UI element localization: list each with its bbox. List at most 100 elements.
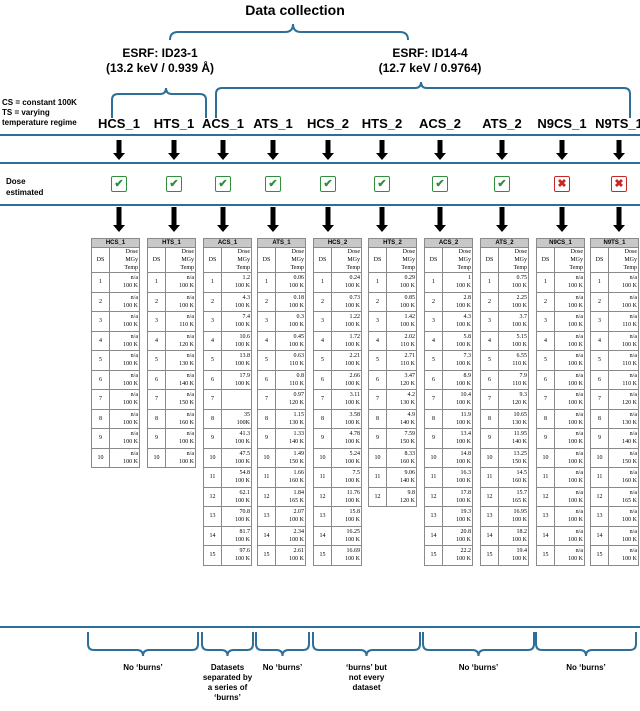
arrow-upper-acs_1 xyxy=(217,140,229,160)
cell-ds: 8 xyxy=(536,408,555,429)
cell-ds: 8 xyxy=(424,408,443,429)
cell-ds: 7 xyxy=(480,389,499,410)
cell-ds: 9 xyxy=(368,428,387,449)
arrow-lower-hcs_1 xyxy=(113,207,125,232)
note-line: No ‘burns’ xyxy=(566,663,606,672)
cell-ds: 9 xyxy=(257,428,276,449)
table-title: N9TS_1 xyxy=(589,238,640,248)
note-line: Datasets xyxy=(210,663,245,672)
cell-ds: 15 xyxy=(257,545,276,566)
cell-ds: 13 xyxy=(480,506,499,527)
table-title: HCS_1 xyxy=(91,238,140,248)
cell-ds: 5 xyxy=(91,350,110,371)
cell-ds: 5 xyxy=(590,350,609,371)
cell-ds: 4 xyxy=(91,330,110,351)
header-ds: DS xyxy=(147,247,166,273)
cell-ds: 15 xyxy=(203,545,222,566)
cell-ds: 1 xyxy=(313,272,332,293)
cell-ds: 14 xyxy=(590,525,609,546)
column-heading-hcs_1: HCS_1 xyxy=(98,116,140,131)
arrow-lower-ats_2 xyxy=(496,207,508,232)
cell-ds: 14 xyxy=(480,525,499,546)
table-title: HTS_1 xyxy=(147,238,196,248)
source-id14-detail: (12.7 keV / 0.9764) xyxy=(378,61,482,75)
id14-bracket xyxy=(215,81,631,118)
cell-ds: 9 xyxy=(91,428,110,449)
bottom-bracket-2 xyxy=(201,632,254,657)
cell-ds: 3 xyxy=(203,311,222,332)
cell-ds: 4 xyxy=(147,330,166,351)
cell-ds: 10 xyxy=(257,447,276,468)
cell-ds: 3 xyxy=(590,311,609,332)
note-line: No ‘burns’ xyxy=(123,663,163,672)
check-icon-ats_2: ✔ xyxy=(494,176,510,192)
cell-ds: 6 xyxy=(480,369,499,390)
cell-ds: 10 xyxy=(203,447,222,468)
cell-ds: 10 xyxy=(91,447,110,468)
cell-ds: 2 xyxy=(590,291,609,312)
header-ds: DS xyxy=(536,247,555,273)
cell-ds: 15 xyxy=(313,545,332,566)
separator-top xyxy=(0,134,640,136)
dose-label-line-2: estimated xyxy=(6,188,44,197)
cell-ds: 6 xyxy=(313,369,332,390)
cell-ds: 9 xyxy=(147,428,166,449)
note-line: dataset xyxy=(352,683,381,692)
cross-icon-n9ts_1: ✖ xyxy=(611,176,627,192)
dose-label-line-1: Dose xyxy=(6,177,26,186)
